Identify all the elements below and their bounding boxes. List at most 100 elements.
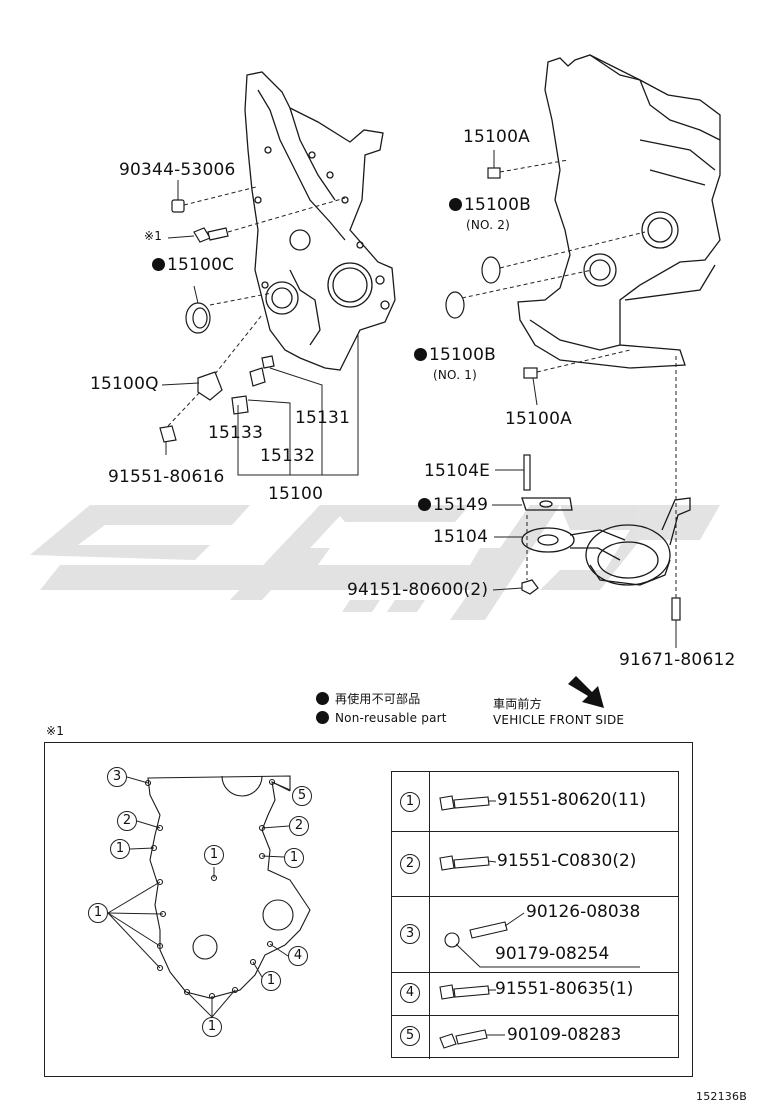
leader-lines-solid xyxy=(161,150,677,648)
non-reusable-dot-icon xyxy=(316,692,329,705)
figure-id: 152136B xyxy=(696,1090,747,1103)
o-ring-icon xyxy=(481,256,501,284)
callout-circle: 1 xyxy=(202,1017,222,1037)
legend-en: Non-reusable part xyxy=(316,711,447,725)
spring-icon xyxy=(249,367,266,387)
table-index-circle: 1 xyxy=(400,792,420,812)
part-number: 15149 xyxy=(433,495,489,515)
row-index-cell xyxy=(392,772,430,831)
non-reusable-dot-icon xyxy=(449,198,462,211)
stud-icon xyxy=(469,921,508,939)
table-row xyxy=(392,772,678,832)
callout-circle: 2 xyxy=(117,811,137,831)
callout-leaders xyxy=(107,776,291,1018)
engine-block-drawing xyxy=(517,54,721,369)
part-number: 15100C xyxy=(167,255,235,275)
table-part-number: 90126-08038 xyxy=(526,902,641,922)
part-label-15100c: 15100C xyxy=(152,255,234,275)
callout-circle: 3 xyxy=(107,767,127,787)
table-part-number: 91551-C0830(2) xyxy=(497,851,637,871)
watermark-logo xyxy=(30,505,720,620)
part-label-15100a-bottom: 15100A xyxy=(505,409,572,429)
table-index-circle: 4 xyxy=(400,983,420,1003)
front-label-jp: 車両前方 xyxy=(493,697,542,711)
bolt-table xyxy=(391,771,679,1059)
table-part-number: 91551-80620(11) xyxy=(497,790,647,810)
leader-lines xyxy=(167,159,677,598)
filter-icon xyxy=(231,395,249,415)
row-index-cell xyxy=(392,973,430,1015)
callout-circle: 1 xyxy=(261,971,281,991)
bolt-icon xyxy=(439,984,455,1000)
table-index-circle: 5 xyxy=(400,1026,420,1046)
row-index-cell xyxy=(392,1016,430,1059)
legend-text: Non-reusable part xyxy=(335,711,447,725)
part-label-15100q: 15100Q xyxy=(90,374,159,394)
part-label-15149: 15149 xyxy=(418,495,488,515)
timing-chain-cover-drawing xyxy=(244,71,396,371)
table-index-circle: 2 xyxy=(400,854,420,874)
table-index-circle: 3 xyxy=(400,924,420,944)
table-row xyxy=(392,1016,678,1059)
part-label-15133: 15133 xyxy=(208,423,264,443)
washer-icon xyxy=(444,932,460,948)
dowel-pin-icon xyxy=(523,367,538,379)
o-ring-icon xyxy=(445,291,465,319)
callout-circle: 2 xyxy=(289,816,309,836)
bolt-icon xyxy=(671,597,681,621)
non-reusable-dot-icon xyxy=(152,258,165,271)
table-row xyxy=(392,973,678,1016)
bolt-location-detail xyxy=(44,742,693,1077)
callout-circle: 1 xyxy=(204,845,224,865)
non-reusable-dot-icon xyxy=(316,711,329,724)
part-label-91671-80612: 91671-80612 xyxy=(619,650,736,670)
table-bolt-icons xyxy=(439,795,508,1049)
callout-circle: 4 xyxy=(288,946,308,966)
table-row xyxy=(392,897,678,973)
part-label-91551-80616: 91551-80616 xyxy=(108,467,225,487)
part-label-94151-80600: 94151-80600(2) xyxy=(347,580,489,600)
detail-title: ※1 xyxy=(46,724,65,738)
oil-control-valve-icon xyxy=(197,371,223,401)
part-sublabel-no1: (NO. 1) xyxy=(433,368,477,382)
oil-strainer-drawing xyxy=(521,497,691,586)
part-number: 15100B xyxy=(429,345,496,365)
part-label-15100: 15100 xyxy=(268,484,324,504)
part-label-15104: 15104 xyxy=(433,527,489,547)
table-part-number: 90109-08283 xyxy=(507,1025,622,1045)
part-label-15100a-top: 15100A xyxy=(463,127,530,147)
bolt-icon xyxy=(439,1033,457,1049)
note-ref-label: ※1 xyxy=(144,229,163,243)
stud-icon xyxy=(523,454,531,491)
legend-text: 再使用不可部品 xyxy=(335,692,421,706)
bolt-icon xyxy=(439,855,455,871)
cover-bolt-map-drawing xyxy=(144,775,311,1000)
part-sublabel-no2: (NO. 2) xyxy=(466,218,510,232)
part-label-15100b-no1: 15100B xyxy=(414,345,496,365)
row-index-cell xyxy=(392,897,430,972)
row-index-cell xyxy=(392,832,430,896)
legend-jp: 再使用不可部品 xyxy=(316,690,420,707)
callout-circle: 5 xyxy=(292,786,312,806)
table-leaders xyxy=(455,800,640,1036)
non-reusable-dot-icon xyxy=(414,348,427,361)
plug-icon xyxy=(171,199,185,213)
part-label-15104e: 15104E xyxy=(424,461,491,481)
callout-circle: 1 xyxy=(88,903,108,923)
small-parts xyxy=(159,167,681,621)
part-label-15132: 15132 xyxy=(260,446,316,466)
part-label-15100b-no2: 15100B xyxy=(449,195,531,215)
plug-icon xyxy=(261,355,275,369)
callout-circle: 1 xyxy=(110,839,130,859)
part-label-90344-53006: 90344-53006 xyxy=(119,160,236,180)
front-label-en: VEHICLE FRONT SIDE xyxy=(493,713,625,727)
vehicle-front-arrow-icon xyxy=(568,676,604,708)
table-part-number: 90179-08254 xyxy=(495,944,610,964)
part-number: 15100B xyxy=(464,195,531,215)
table-part-number: 91551-80635(1) xyxy=(495,979,634,999)
part-label-15131: 15131 xyxy=(295,408,351,428)
table-row xyxy=(392,832,678,897)
non-reusable-dot-icon xyxy=(418,498,431,511)
bolt-icon xyxy=(439,795,455,811)
